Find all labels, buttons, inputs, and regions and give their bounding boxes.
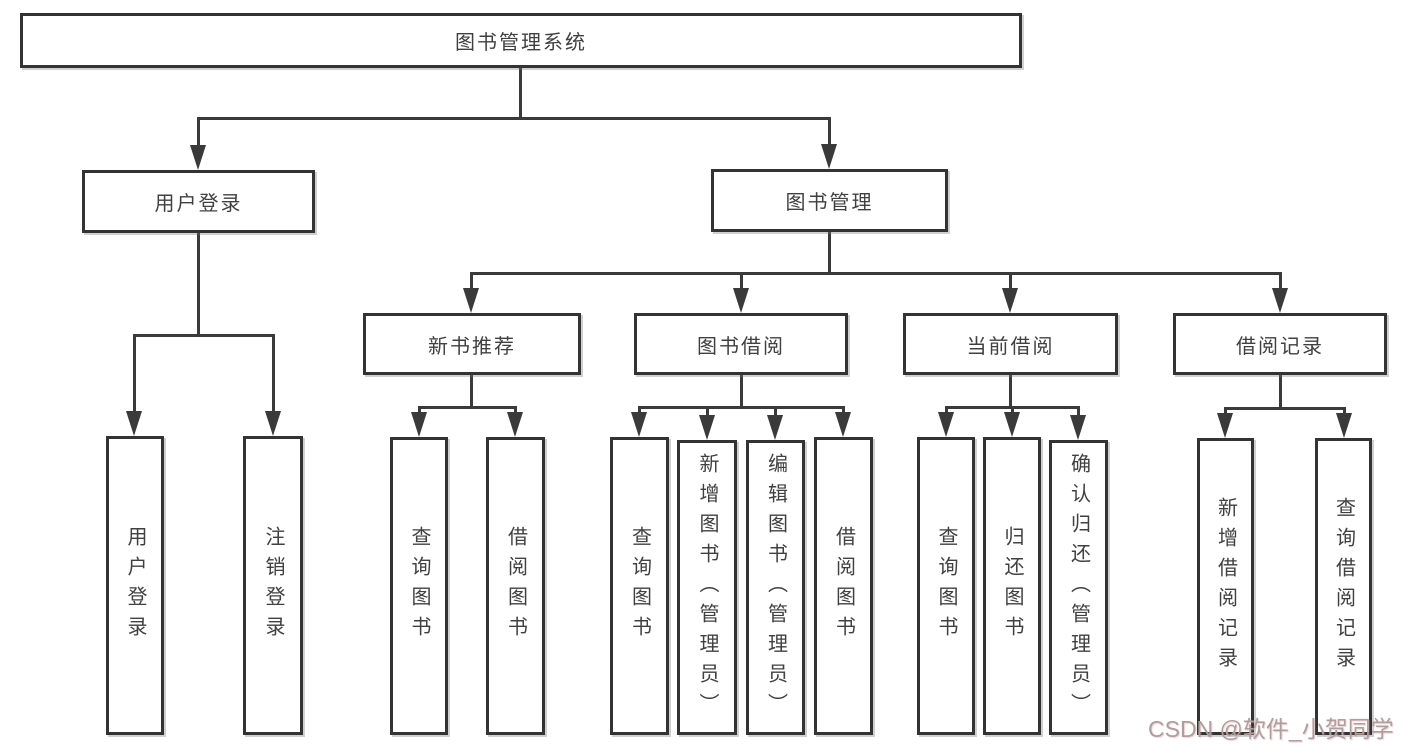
arrowhead-icon xyxy=(821,144,837,169)
leaf-query-books-recommend: 查询图书 xyxy=(390,437,448,735)
leaf-query-borrow-record: 查询借阅记录 xyxy=(1315,438,1372,735)
leaf-add-borrow-record: 新增借阅记录 xyxy=(1197,438,1254,735)
connector-hline xyxy=(197,117,830,120)
node-label: 注销登录 xyxy=(262,525,284,646)
node-label: 图书借阅 xyxy=(697,335,785,358)
connector-vline xyxy=(197,233,200,334)
arrowhead-icon xyxy=(699,415,715,440)
connector-vline xyxy=(1077,406,1080,422)
node-label: 借阅图书 xyxy=(504,526,527,646)
leaf-query-books-current: 查询图书 xyxy=(917,437,975,735)
leaf-return-books: 归还图书 xyxy=(983,437,1041,735)
node-new-book-recommend: 新书推荐 xyxy=(363,313,581,375)
arrowhead-icon xyxy=(265,411,281,436)
connector-vline xyxy=(774,406,777,422)
node-label: 编辑图书（管理员） xyxy=(764,452,787,723)
connector-vline xyxy=(197,117,200,152)
arrowhead-icon xyxy=(1217,413,1233,438)
leaf-borrow-books-borrowing: 借阅图书 xyxy=(814,437,873,735)
connector-hline xyxy=(471,272,1281,275)
connector-hline xyxy=(133,334,274,337)
connector-hline xyxy=(945,406,1080,409)
node-label: 新增借阅记录 xyxy=(1214,496,1237,677)
connector-vline xyxy=(706,406,709,422)
arrowhead-icon xyxy=(1272,288,1288,313)
node-label: 新书推荐 xyxy=(428,335,516,358)
node-label: 借阅图书 xyxy=(832,526,855,646)
connector-vline xyxy=(1279,375,1282,407)
node-label: 查询借阅记录 xyxy=(1332,496,1355,677)
node-label: 新增图书（管理员） xyxy=(696,452,718,723)
leaf-edit-books-admin: 编辑图书（管理员） xyxy=(746,440,805,735)
leaf-query-books-borrowing: 查询图书 xyxy=(610,437,669,735)
arrowhead-icon xyxy=(835,412,851,437)
connector-vline xyxy=(1009,272,1012,294)
connector-vline xyxy=(133,334,136,416)
arrowhead-icon xyxy=(767,415,783,440)
connector-hline xyxy=(1225,407,1345,410)
arrowhead-icon xyxy=(1336,413,1352,438)
leaf-add-books-admin: 新增图书（管理员） xyxy=(677,440,737,735)
arrowhead-icon xyxy=(733,288,749,313)
connector-hline xyxy=(418,406,516,409)
arrowhead-icon xyxy=(938,412,954,437)
node-label: 确认归还（管理员） xyxy=(1067,452,1090,723)
arrowhead-icon xyxy=(1002,288,1018,313)
arrowhead-icon xyxy=(126,411,142,436)
leaf-borrow-books-recommend: 借阅图书 xyxy=(486,437,545,735)
connector-vline xyxy=(470,375,473,406)
node-label: 归还图书 xyxy=(1001,526,1023,646)
arrowhead-icon xyxy=(1004,412,1020,437)
node-user-login: 用户登录 xyxy=(82,170,315,233)
leaf-user-login: 用户登录 xyxy=(106,436,164,735)
arrowhead-icon xyxy=(190,145,206,170)
arrowhead-icon xyxy=(631,412,647,437)
leaf-confirm-return-admin: 确认归还（管理员） xyxy=(1049,440,1108,735)
node-label: 用户登录 xyxy=(124,525,146,646)
csdn-watermark: CSDN @软件_小贺同学 xyxy=(1148,716,1394,742)
arrowhead-icon xyxy=(507,412,523,437)
node-current-borrowing: 当前借阅 xyxy=(903,313,1118,375)
connector-vline xyxy=(1279,272,1282,294)
arrowhead-icon xyxy=(463,288,479,313)
connector-vline xyxy=(272,334,275,416)
node-label: 用户登录 xyxy=(154,193,243,215)
arrowhead-icon xyxy=(411,412,427,437)
arrowhead-icon xyxy=(1070,415,1086,440)
connector-vline xyxy=(1009,375,1012,406)
connector-vline xyxy=(740,272,743,294)
node-book-management-system: 图书管理系统 xyxy=(20,13,1022,68)
connector-hline xyxy=(639,406,845,409)
node-borrow-records: 借阅记录 xyxy=(1173,313,1387,375)
node-label: 查询图书 xyxy=(935,526,957,646)
node-book-borrowing: 图书借阅 xyxy=(634,313,848,375)
node-label: 查询图书 xyxy=(408,526,430,646)
node-book-management: 图书管理 xyxy=(711,169,948,232)
node-label: 借阅记录 xyxy=(1236,335,1324,358)
node-label: 图书管理 xyxy=(785,192,874,214)
connector-vline xyxy=(740,375,743,406)
leaf-logout-login: 注销登录 xyxy=(243,436,303,735)
connector-vline xyxy=(470,272,473,294)
node-label: 图书管理系统 xyxy=(455,32,587,54)
connector-vline xyxy=(519,68,522,117)
connector-vline xyxy=(828,232,831,272)
connector-vline xyxy=(828,117,831,151)
node-label: 当前借阅 xyxy=(966,335,1055,358)
node-label: 查询图书 xyxy=(628,526,651,646)
